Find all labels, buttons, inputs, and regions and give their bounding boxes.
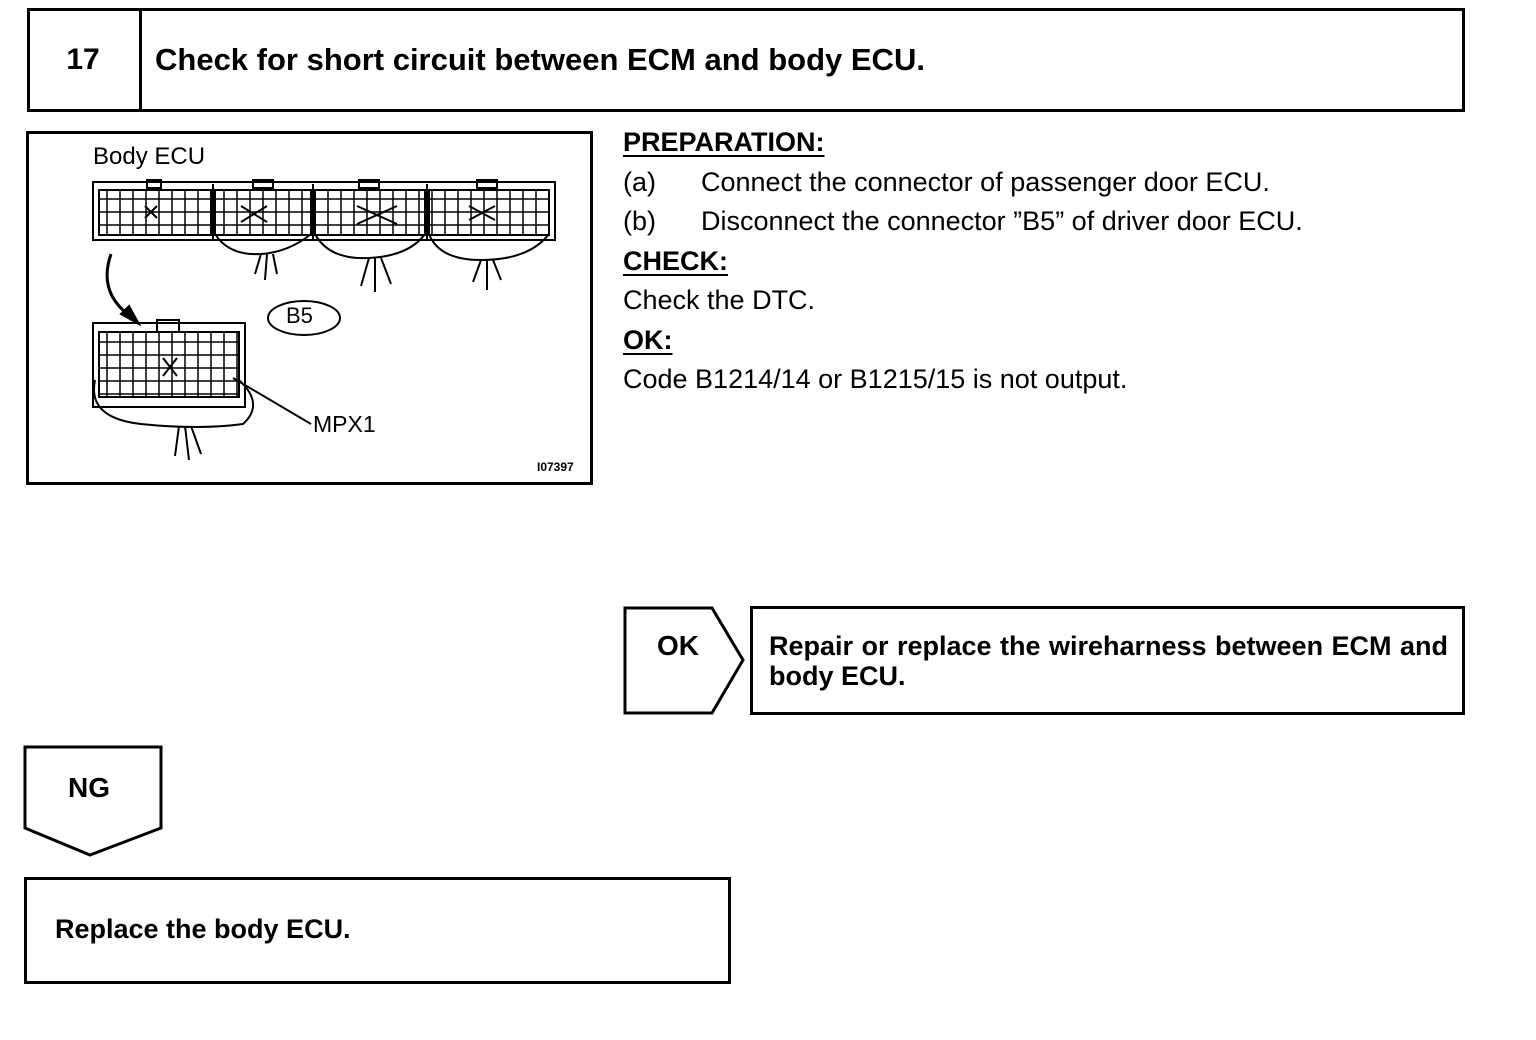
ng-arrow-shape [23, 745, 163, 857]
connector-diagram [92, 179, 556, 461]
item-text: Disconnect the connector ”B5” of driver … [701, 206, 1303, 236]
preparation-item-b: (b) Disconnect the connector ”B5” of driv… [623, 206, 1303, 237]
b5-connector [92, 319, 312, 461]
ok-branch-action-box: Repair or replace the wireharness betwee… [750, 606, 1465, 715]
preparation-item-a: (a) Connect the connector of passenger do… [623, 167, 1270, 198]
body-ecu-label: Body ECU [93, 143, 206, 170]
step-title: Check for short circuit between ECM and … [155, 42, 925, 77]
ok-arrow-shape [623, 606, 745, 715]
step-header-box [27, 8, 1465, 112]
ng-branch-action-box [24, 877, 731, 984]
ng-branch-action: Replace the body ECU. [55, 914, 351, 944]
item-text: Connect the connector of passenger door … [701, 167, 1270, 197]
ok-branch-action: Repair or replace the wireharness betwee… [769, 631, 1448, 691]
preparation-heading: PREPARATION: [623, 127, 825, 157]
wire-bundles [214, 233, 550, 292]
body-ecu-connector [92, 179, 556, 241]
connector-illustration [26, 131, 593, 485]
terminal-label-mpx1: MPX1 [313, 411, 376, 437]
step-number: 17 [27, 8, 142, 112]
item-marker: (b) [623, 206, 656, 236]
connector-tag-b5: B5 [286, 303, 313, 328]
ng-branch-label: NG [68, 772, 110, 803]
b5-oval [267, 300, 341, 336]
check-heading: CHECK: [623, 246, 728, 276]
ok-branch-label: OK [657, 630, 699, 661]
figure-id: I07397 [537, 460, 574, 474]
ok-spec-heading: OK: [623, 325, 673, 355]
check-text: Check the DTC. [623, 285, 816, 315]
pointer-arrowhead [119, 304, 142, 327]
ok-spec-text: Code B1214/14 or B1215/15 is not output. [623, 364, 1128, 394]
item-marker: (a) [623, 167, 656, 197]
